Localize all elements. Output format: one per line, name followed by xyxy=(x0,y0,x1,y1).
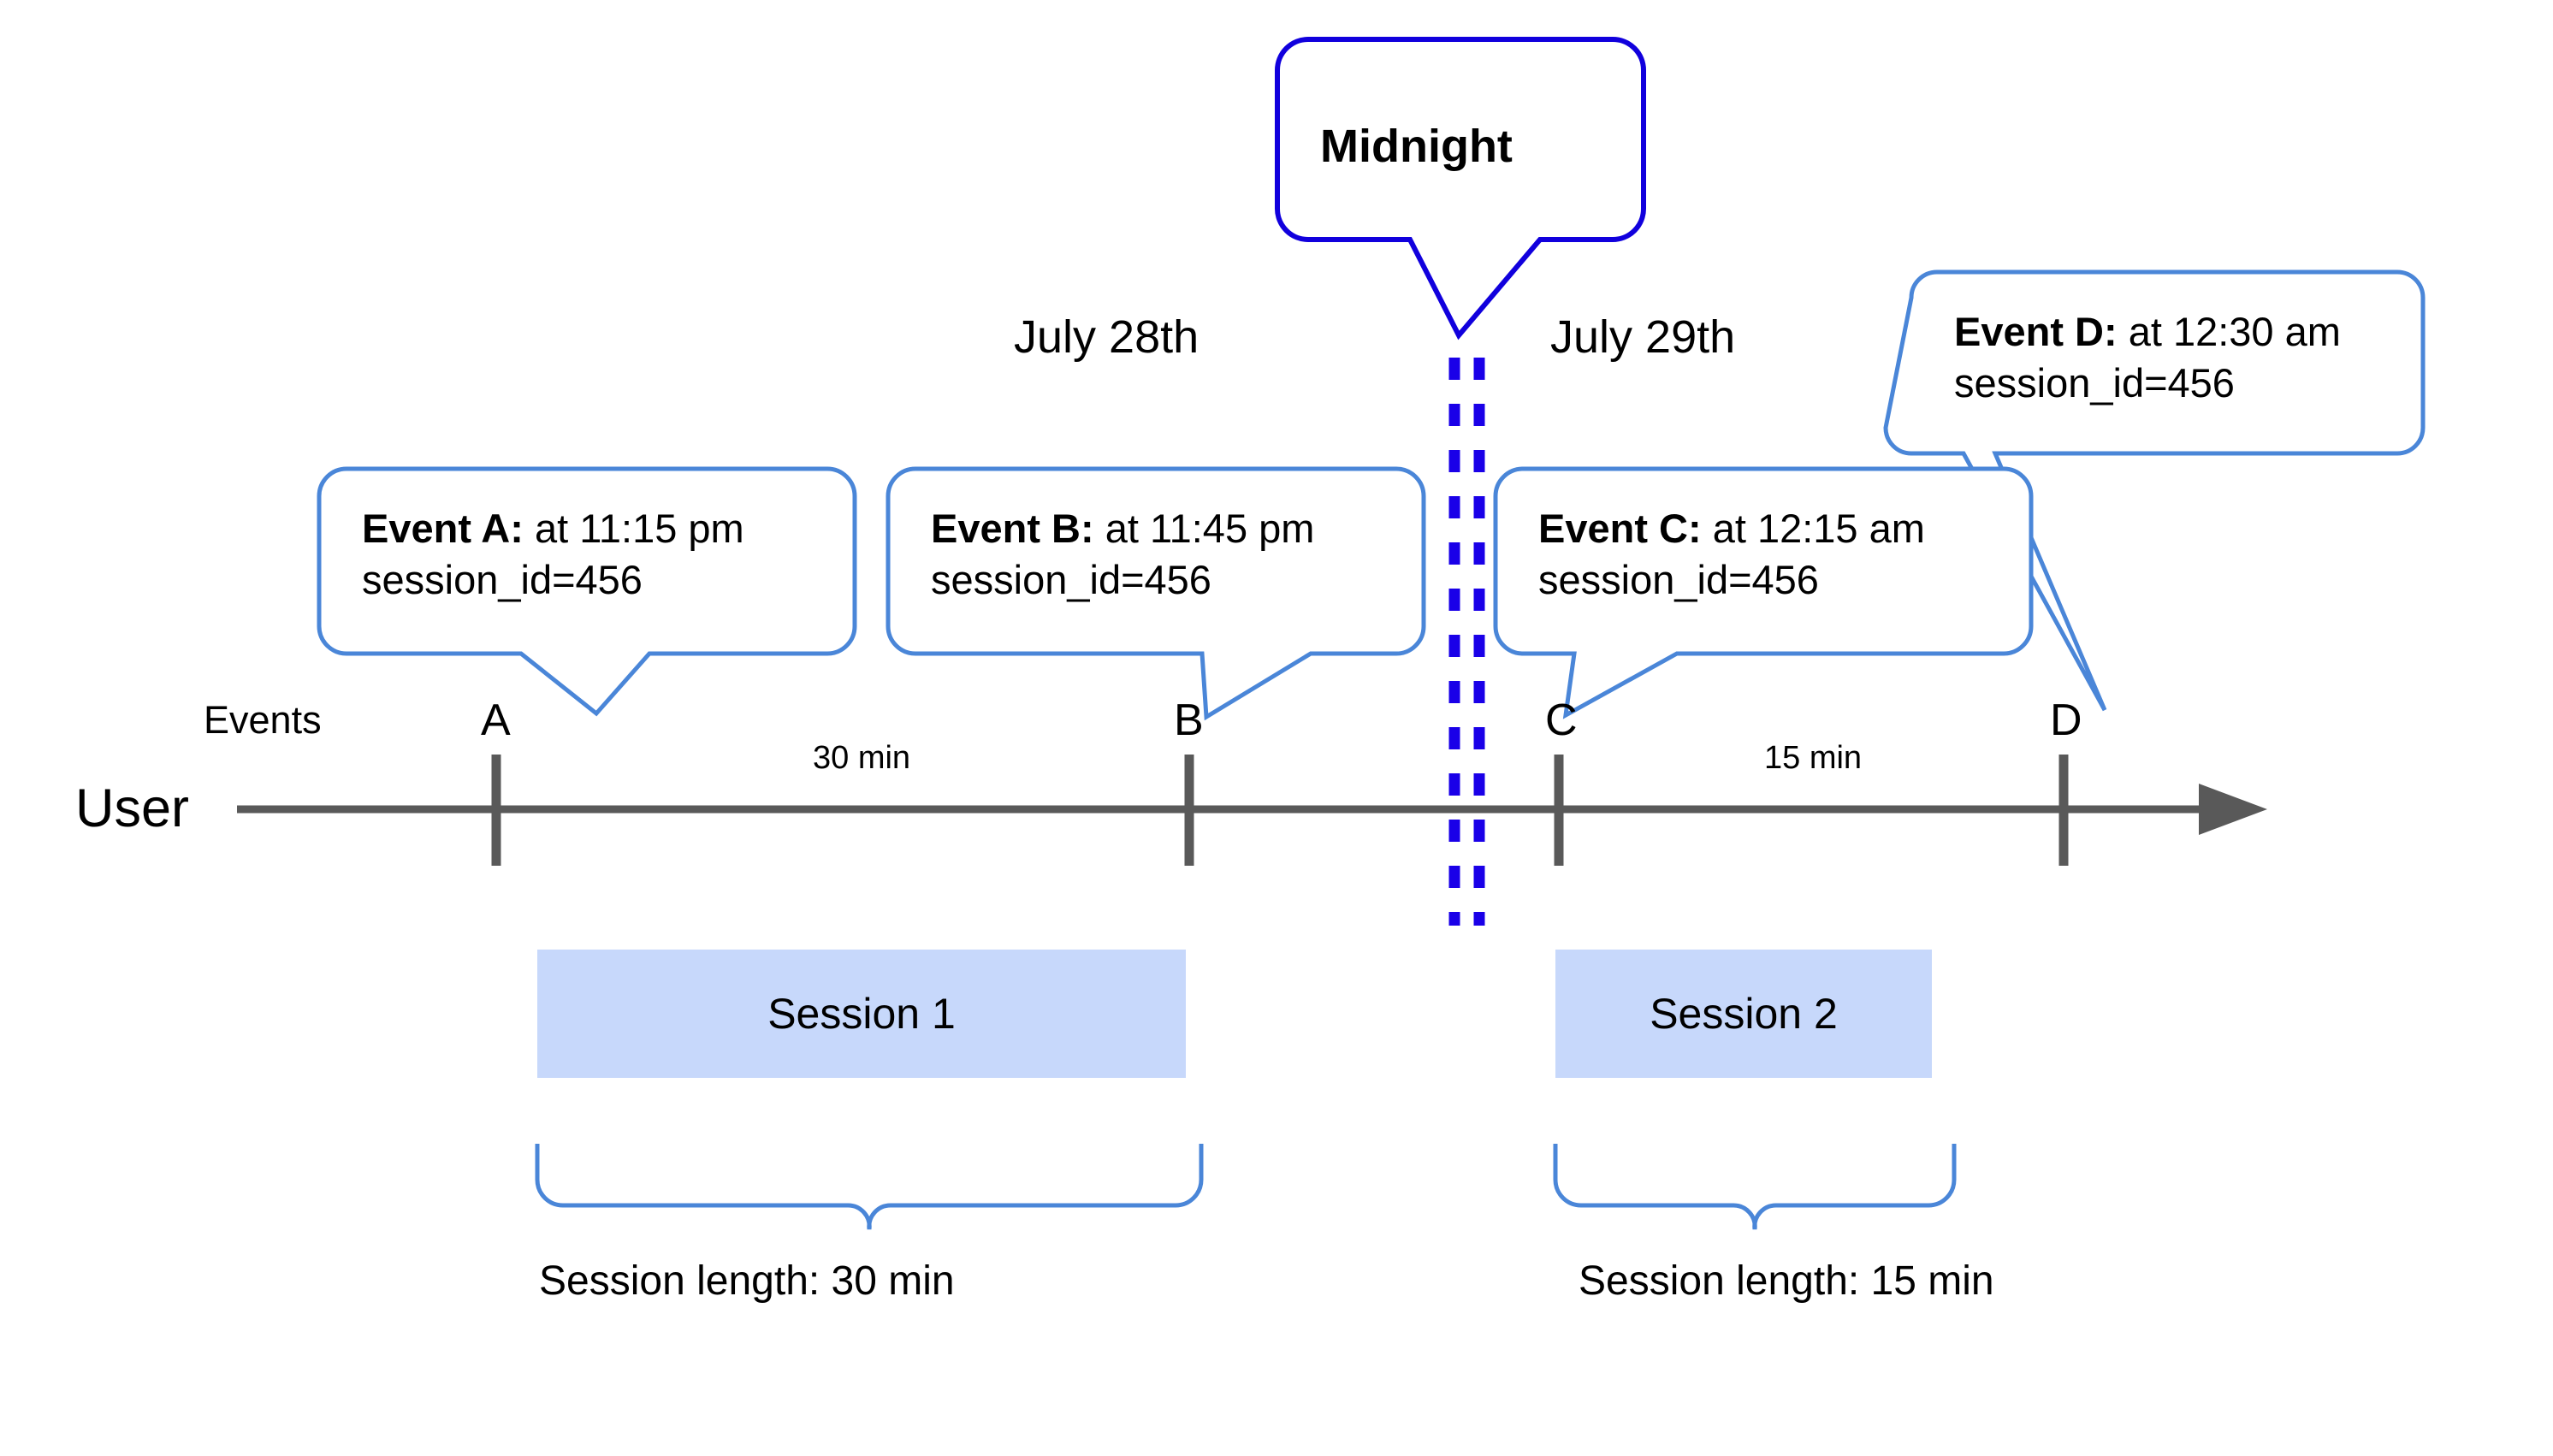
event-c-callout-text: Event C: at 12:15 am session_id=456 xyxy=(1538,503,1925,606)
timeline-axis xyxy=(237,784,2267,835)
duration-label-1: 30 min xyxy=(813,740,911,776)
event-d-callout-text: Event D: at 12:30 am session_id=456 xyxy=(1954,306,2341,409)
event-c-callout-shape xyxy=(1493,466,2034,719)
midnight-callout-shape xyxy=(1275,37,1646,340)
event-c-detail: at 12:15 am xyxy=(1701,506,1925,551)
event-b-title: Event B: xyxy=(931,506,1094,551)
event-letter-d: D xyxy=(2050,695,2082,745)
session-2-label: Session 2 xyxy=(1650,990,1838,1038)
session-1-length-label: Session length: 30 min xyxy=(539,1258,955,1304)
session-2-box: Session 2 xyxy=(1555,950,1932,1078)
event-b-callout-shape xyxy=(886,466,1426,721)
event-a-line2: session_id=456 xyxy=(362,557,643,603)
session-2-length-label: Session length: 15 min xyxy=(1579,1258,1994,1304)
date-label-left: July 28th xyxy=(1014,311,1199,363)
duration-label-2: 15 min xyxy=(1764,740,1863,776)
event-c-title: Event C: xyxy=(1538,506,1702,551)
event-a-callout-text: Event A: at 11:15 pm session_id=456 xyxy=(362,503,744,606)
event-d-title: Event D: xyxy=(1954,309,2118,354)
row-label-events: Events xyxy=(204,698,322,742)
event-b-line2: session_id=456 xyxy=(931,557,1211,603)
session-1-label: Session 1 xyxy=(767,990,956,1038)
event-b-callout-text: Event B: at 11:45 pm session_id=456 xyxy=(931,503,1314,606)
event-letter-a: A xyxy=(481,695,511,745)
event-letter-b: B xyxy=(1174,695,1204,745)
date-label-right: July 29th xyxy=(1550,311,1736,363)
event-a-detail: at 11:15 pm xyxy=(523,506,744,551)
midnight-label: Midnight xyxy=(1320,121,1513,172)
row-label-user: User xyxy=(75,778,190,838)
session-2-brace xyxy=(1553,1144,1957,1230)
session-1-box: Session 1 xyxy=(537,950,1186,1078)
event-d-detail: at 12:30 am xyxy=(2117,309,2341,354)
event-letter-c: C xyxy=(1545,695,1578,745)
session-1-brace xyxy=(535,1144,1204,1230)
event-c-line2: session_id=456 xyxy=(1538,557,1819,603)
event-d-line2: session_id=456 xyxy=(1954,360,2235,406)
timeline-ticks xyxy=(491,755,2069,866)
event-a-callout-shape xyxy=(317,466,857,717)
midnight-dashed-lines xyxy=(1448,358,1485,926)
event-b-detail: at 11:45 pm xyxy=(1093,506,1315,551)
timeline-arrow-head xyxy=(2199,784,2267,835)
event-d-callout-shape xyxy=(1883,269,2426,712)
event-a-title: Event A: xyxy=(362,506,524,551)
